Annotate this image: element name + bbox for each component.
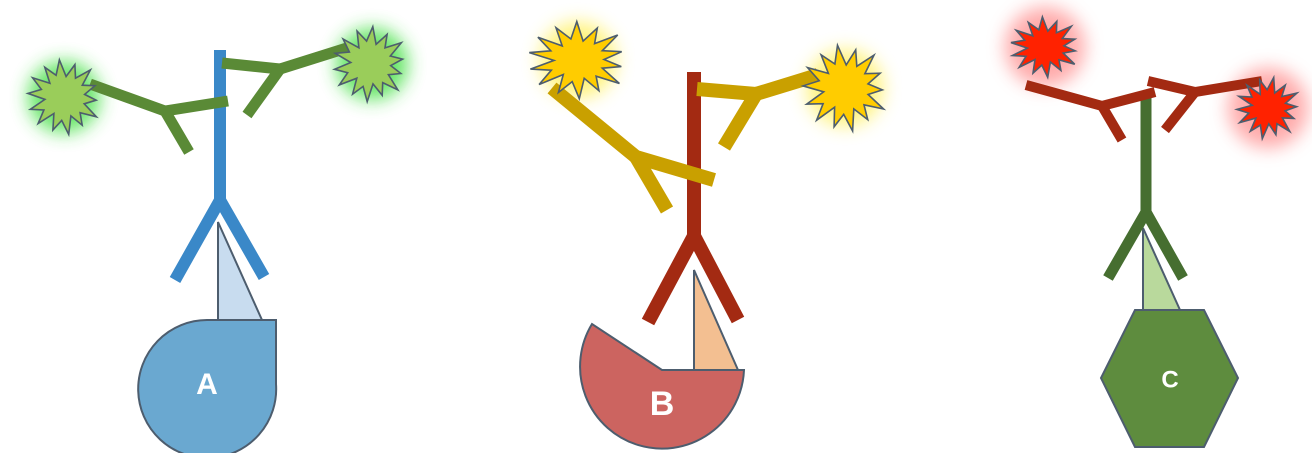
secondary-antibody-left-c — [1026, 85, 1155, 140]
panel-a: A — [28, 27, 408, 453]
secondary-antibody-right-a — [222, 47, 350, 115]
secondary-antibody-left-a — [90, 84, 228, 152]
label-c: C — [1161, 366, 1178, 393]
label-a: A — [196, 368, 218, 401]
label-b: B — [650, 385, 675, 423]
panel-b: B — [529, 22, 883, 449]
secondary-antibody-right-b — [697, 75, 818, 147]
panel-c: C — [1005, 7, 1308, 447]
